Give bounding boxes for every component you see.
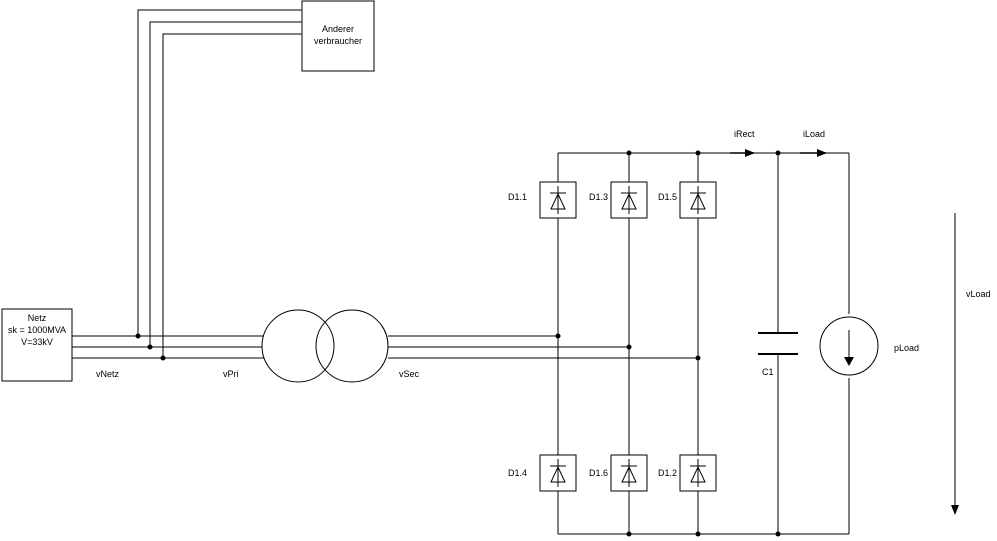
other-consumer-line1: Anderer [322, 24, 354, 34]
secondary-three-phase-wires [388, 333, 701, 361]
vload-label: vLoad [966, 289, 991, 299]
vnetz-label: vNetz [96, 369, 120, 379]
d1-5-label: D1.5 [658, 192, 677, 202]
consumer-branch-wires [135, 9, 302, 361]
vpri-label: vPri [223, 369, 239, 379]
load-source-pload: pLoad [819, 153, 919, 534]
diode-d1-5: D1.5 [658, 181, 717, 219]
grid-three-phase-wires [72, 335, 264, 359]
iload-label: iLoad [803, 129, 825, 139]
diode-d1-2: D1.2 [658, 454, 717, 492]
d1-4-label: D1.4 [508, 468, 527, 478]
netz-sk: sk = 1000MVA [8, 325, 66, 335]
d1-3-label: D1.3 [589, 192, 608, 202]
capacitor-label: C1 [762, 367, 774, 377]
load-label: pLoad [894, 343, 919, 353]
netz-block: Netz sk = 1000MVA V=33kV [1, 308, 73, 382]
irect-label: iRect [734, 129, 755, 139]
vload-arrow: vLoad [951, 213, 991, 515]
vsec-label: vSec [399, 369, 420, 379]
netz-title: Netz [28, 313, 47, 323]
d1-2-label: D1.2 [658, 468, 677, 478]
current-arrows: iRect iLoad [730, 129, 827, 157]
netz-voltage: V=33kV [21, 337, 53, 347]
diode-d1-4: D1.4 [508, 454, 577, 492]
transformer-symbol [261, 309, 389, 383]
diode-d1-3: D1.3 [589, 181, 648, 219]
diode-d1-6: D1.6 [589, 454, 648, 492]
other-consumer-line2: verbraucher [314, 36, 362, 46]
other-consumer-block: Anderer verbraucher [301, 0, 375, 72]
diode-d1-1: D1.1 [508, 181, 577, 219]
d1-6-label: D1.6 [589, 468, 608, 478]
d1-1-label: D1.1 [508, 192, 527, 202]
capacitor-c1: C1 [758, 153, 798, 534]
